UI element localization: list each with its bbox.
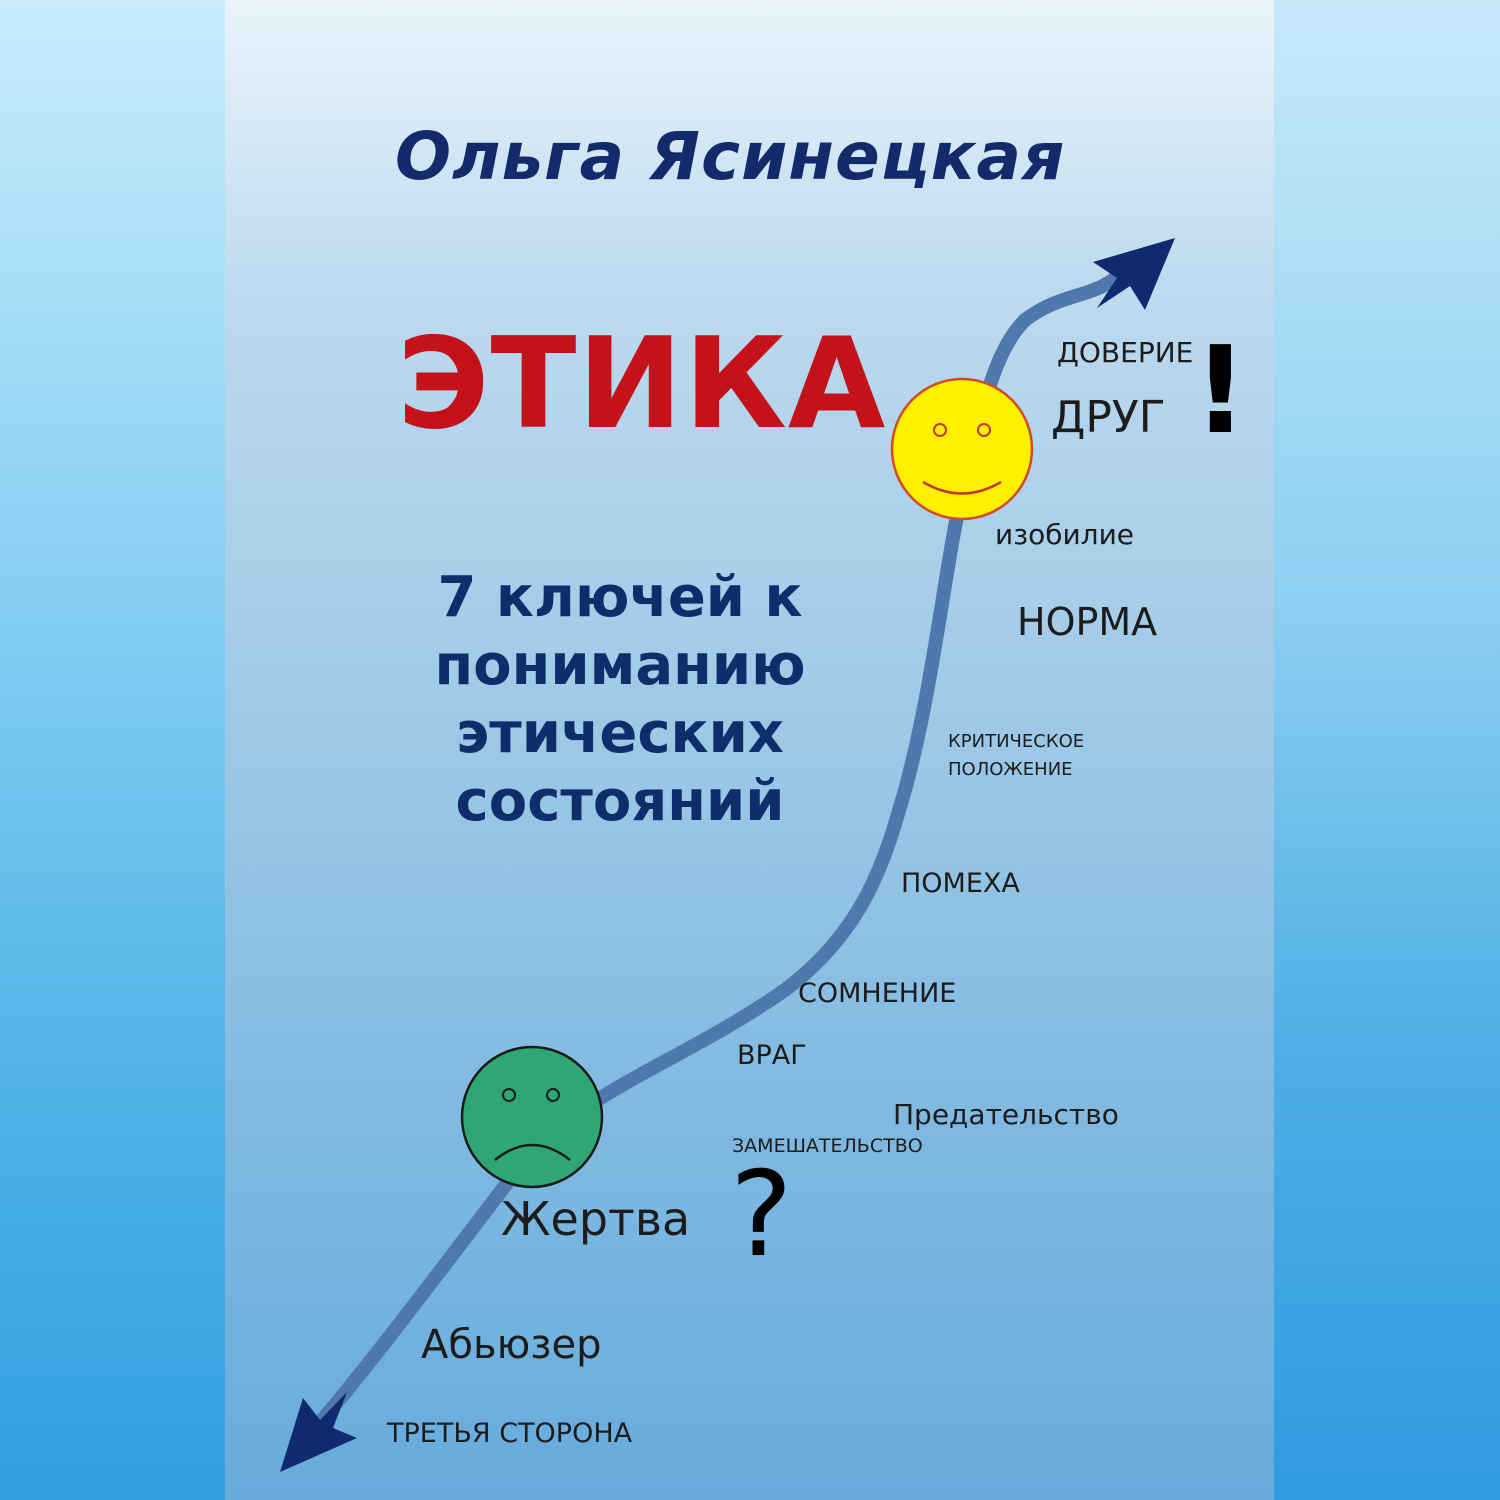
label-zameshatelstvo: ЗАМЕШАТЕЛЬСТВО [732,1135,923,1157]
exclamation-mark: ! [1193,322,1248,461]
label-zhertva: Жертва [501,1192,691,1246]
arrow-down-left-icon [280,1392,357,1472]
label-abyuzer: Абьюзер [421,1322,602,1368]
label-norma: НОРМА [1017,600,1158,644]
label-kriticheskoe-2: ПОЛОЖЕНИЕ [948,759,1073,780]
label-doverie: ДОВЕРИЕ [1057,336,1194,369]
label-somnenie: СОМНЕНИЕ [798,978,957,1009]
label-predatelstvo: Предательство [893,1098,1119,1131]
label-kriticheskoe-1: КРИТИЧЕСКОЕ [948,731,1085,752]
progress-curve [280,238,1175,1472]
label-drug: ДРУГ [1051,392,1166,443]
curve-line [298,263,1132,1447]
left-background [0,0,225,1500]
right-background [1274,0,1500,1500]
sad-face-icon [460,1045,604,1189]
smiley-face-icon [890,377,1034,521]
subtitle-line-4: состояний [455,769,785,834]
label-tretya-storona: ТРЕТЬЯ СТОРОНА [387,1418,633,1449]
question-mark: ? [730,1145,793,1283]
label-izobilie: изобилие [995,518,1135,551]
book-cover: Ольга Ясинецкая ЭТИКА 7 ключей к пониман… [225,0,1274,1500]
label-vrag: ВРАГ [737,1040,807,1071]
author-name: Ольга Ясинецкая [395,118,1066,195]
subtitle-line-1: 7 ключей к [437,565,803,630]
book-title: ЭТИКА [397,310,887,457]
subtitle-line-3: этических [456,701,784,766]
subtitle-line-2: пониманию [434,633,806,698]
label-pomekha: ПОМЕХА [901,868,1020,899]
arrow-up-right-icon [1093,238,1175,310]
book-subtitle: 7 ключей к пониманию этических состояний [375,564,865,836]
